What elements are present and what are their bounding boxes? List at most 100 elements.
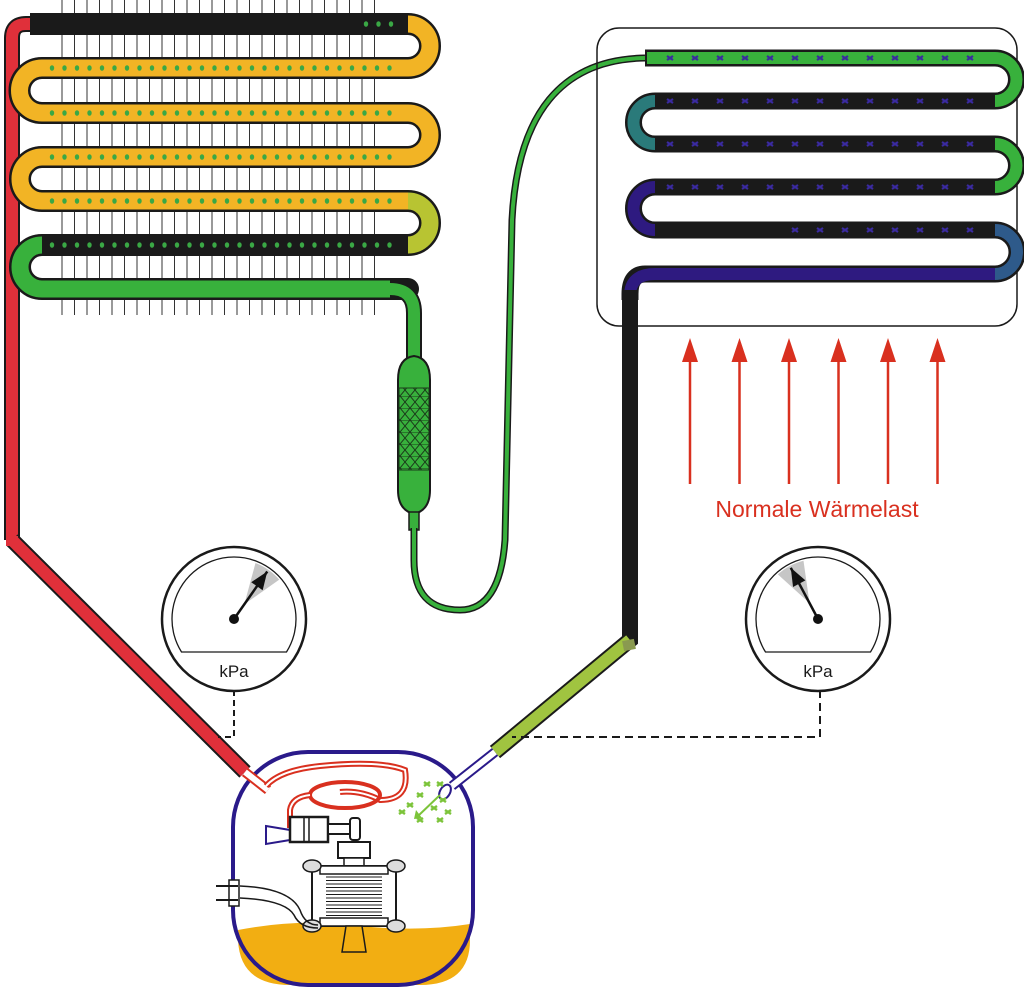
gauge-needle-head <box>251 571 268 591</box>
condensate-droplet <box>287 242 292 248</box>
condensate-droplet <box>324 154 330 160</box>
vapor-bubble-marker <box>866 98 874 104</box>
vapor-bubble-marker <box>791 227 799 233</box>
condensate-droplet <box>312 65 317 71</box>
vapor-bubble-marker <box>666 98 674 104</box>
condensate-droplet <box>262 154 267 160</box>
vapor-bubble-marker <box>866 141 874 147</box>
condensate-droplet <box>374 110 380 116</box>
vapor-particle <box>436 816 444 824</box>
motor-coil-end <box>302 859 322 873</box>
vapor-bubble-marker <box>966 227 974 233</box>
condensate-droplet <box>87 242 92 248</box>
condensate-droplet <box>224 65 230 71</box>
vapor-bubble-marker <box>816 184 824 190</box>
low-pressure-gauge: kPa <box>744 545 892 693</box>
suction-vapor-particles <box>398 780 452 824</box>
vapor-bubble-marker <box>716 55 724 61</box>
condensate-droplet <box>249 110 255 116</box>
condensate-droplet <box>249 65 255 71</box>
condensate-droplet <box>362 154 367 160</box>
motor-coil-end <box>386 859 406 873</box>
condensate-droplet <box>324 65 330 71</box>
condensate-droplet <box>199 110 205 116</box>
condensate-droplet <box>349 198 355 204</box>
vapor-bubble-marker <box>916 98 924 104</box>
condensate-droplet <box>362 198 367 204</box>
heat-arrow-head <box>929 338 946 362</box>
vapor-bubble-marker <box>716 98 724 104</box>
condensate-droplet <box>337 110 342 116</box>
condensate-droplet <box>124 154 130 160</box>
condensate-droplet <box>387 65 392 71</box>
gauge-pivot <box>813 614 823 624</box>
oil-sump <box>238 922 470 985</box>
vapor-bubble-marker <box>841 141 849 147</box>
vapor-bubble-marker <box>941 184 949 190</box>
condensate-droplet <box>374 154 380 160</box>
vapor-bubble-marker <box>891 141 899 147</box>
vapor-bubble-marker <box>916 141 924 147</box>
vapor-bubble-marker <box>691 141 699 147</box>
condensate-droplet <box>199 198 205 204</box>
vapor-bubble-marker <box>966 141 974 147</box>
heat-arrow-head <box>830 338 847 362</box>
condensate-droplet <box>212 242 217 248</box>
condensate-droplet <box>99 242 105 248</box>
condensate-droplet <box>87 65 92 71</box>
vapor-bubble-marker <box>716 184 724 190</box>
condenser-bend <box>11 236 43 298</box>
condensate-droplet <box>124 65 130 71</box>
vapor-bubble-marker <box>791 141 799 147</box>
vapor-bubble-marker <box>916 184 924 190</box>
condensate-droplet <box>249 242 255 248</box>
vapor-particle <box>398 808 406 816</box>
condensate-droplet <box>237 242 242 248</box>
condensate-droplet <box>99 198 105 204</box>
condensate-droplet <box>362 65 367 71</box>
condensate-droplet <box>187 65 192 71</box>
vapor-bubble-marker <box>691 98 699 104</box>
condensate-droplet <box>299 198 305 204</box>
motor-coil-end <box>302 919 322 933</box>
condensate-droplet <box>49 242 55 248</box>
condensate-droplet <box>224 110 230 116</box>
gauge-unit-label: kPa <box>219 662 249 681</box>
condensate-droplet <box>374 242 380 248</box>
condensate-droplet <box>49 110 55 116</box>
condensate-droplet <box>49 154 55 160</box>
power-terminal <box>216 879 319 929</box>
vapor-bubble-marker <box>666 141 674 147</box>
condensate-droplet <box>274 65 280 71</box>
vapor-bubble-marker <box>941 141 949 147</box>
condensate-droplet <box>87 198 92 204</box>
condensate-droplet <box>287 198 292 204</box>
condensate-droplet <box>137 65 142 71</box>
condensate-droplet <box>262 198 267 204</box>
condensate-droplet <box>312 242 317 248</box>
condensate-droplet <box>274 110 280 116</box>
vapor-bubble-marker <box>841 227 849 233</box>
condensate-droplet <box>287 65 292 71</box>
vapor-bubble-marker <box>841 55 849 61</box>
condensate-droplet <box>324 242 330 248</box>
condensate-droplet <box>174 65 180 71</box>
condensate-droplet <box>137 242 142 248</box>
condensate-droplet <box>212 110 217 116</box>
condensate-droplet <box>174 198 180 204</box>
condensate-droplet <box>262 110 267 116</box>
condensate-droplet <box>149 242 155 248</box>
condensate-droplet <box>187 154 192 160</box>
vapor-bubble-marker <box>816 98 824 104</box>
vapor-particle <box>416 791 424 799</box>
condensate-droplet <box>199 154 205 160</box>
vapor-bubble-marker <box>916 55 924 61</box>
condensate-droplet <box>388 21 394 27</box>
condensate-droplet <box>162 198 167 204</box>
condensate-droplet <box>299 65 305 71</box>
vapor-bubble-marker <box>841 184 849 190</box>
condensate-droplet <box>99 110 105 116</box>
vapor-bubble-marker <box>941 227 949 233</box>
